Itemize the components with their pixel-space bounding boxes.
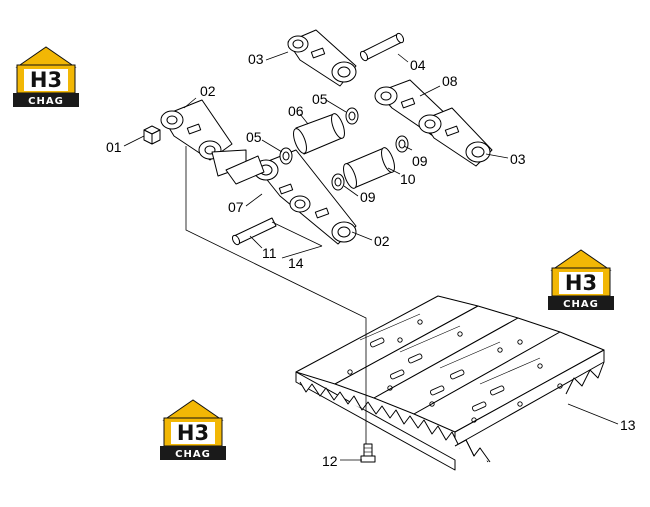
- brand-logo-right: H3 CHAG: [548, 249, 614, 310]
- label-10: 10: [400, 171, 416, 187]
- label-11: 11: [262, 245, 277, 261]
- label-09-left: 09: [360, 189, 376, 205]
- label-08: 08: [442, 73, 458, 89]
- label-14: 14: [288, 255, 304, 271]
- label-03-right: 03: [510, 151, 526, 167]
- track-pin-lower: [231, 217, 277, 246]
- part-labels: 03 04 08 02 05 06 05 01 09 03 10 09 07 0…: [106, 51, 636, 469]
- track-spacer-05b: [279, 147, 293, 165]
- label-03-top: 03: [248, 51, 264, 67]
- label-04: 04: [410, 57, 426, 73]
- brand-logo-bottom-left: H3 CHAG: [160, 399, 226, 460]
- label-07: 07: [228, 199, 244, 215]
- label-13: 13: [620, 417, 636, 433]
- logo-sub: CHAG: [563, 299, 599, 310]
- label-12: 12: [322, 453, 338, 469]
- label-02-top: 02: [200, 83, 216, 99]
- label-09-right: 09: [412, 153, 428, 169]
- track-link-upper: [287, 29, 357, 87]
- label-01: 01: [106, 139, 122, 155]
- track-link-left-lower: [225, 149, 357, 245]
- track-link-right-lower: [418, 107, 493, 167]
- track-bolt: [360, 443, 376, 463]
- track-spacer-09a: [395, 135, 409, 153]
- logo-mark: H3: [565, 271, 597, 295]
- logo-sub: CHAG: [28, 96, 64, 107]
- track-bolt-nut: [143, 125, 161, 145]
- track-link-left-upper: [160, 99, 247, 177]
- track-bushing-10: [343, 147, 395, 189]
- logo-mark: H3: [177, 421, 209, 445]
- label-06: 06: [288, 103, 304, 119]
- label-05-upper: 05: [312, 91, 328, 107]
- label-02-lower: 02: [374, 233, 390, 249]
- track-spacer-09b: [331, 173, 345, 191]
- label-05-lower: 05: [246, 129, 262, 145]
- track-pin-upper: [359, 32, 405, 62]
- logo-sub: CHAG: [175, 449, 211, 460]
- brand-logo-top-left: H3 CHAG: [13, 46, 79, 107]
- track-spacer-05a: [345, 107, 359, 125]
- track-shoe-assembly: [295, 295, 619, 471]
- logo-mark: H3: [30, 68, 62, 92]
- leader-lines: [123, 51, 509, 461]
